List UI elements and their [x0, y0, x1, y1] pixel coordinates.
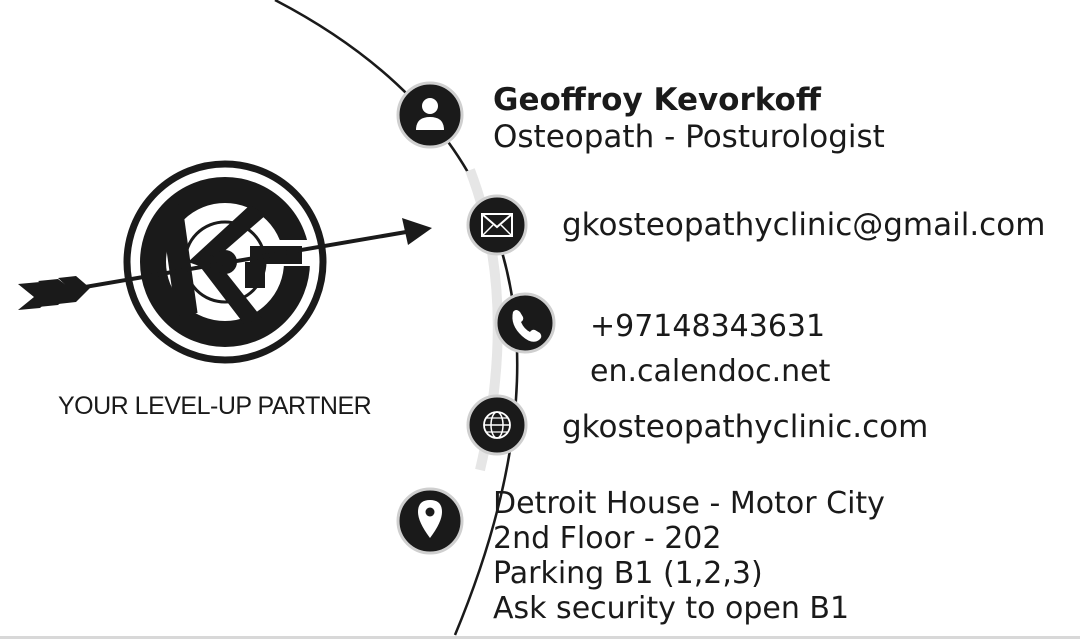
- location-pin-icon: [396, 487, 464, 555]
- address-line: Detroit House - Motor City: [493, 486, 885, 521]
- address-line: Parking B1 (1,2,3): [493, 556, 763, 591]
- address-block: Detroit House - Motor City 2nd Floor - 2…: [493, 486, 885, 626]
- person-icon: [396, 81, 464, 149]
- decorative-arc: [274, 0, 519, 636]
- phone-icon: [494, 292, 556, 354]
- globe-icon: [466, 394, 528, 456]
- phone-link[interactable]: +97148343631: [590, 309, 826, 344]
- contact-name: Geoffroy Kevorkoff: [493, 82, 821, 118]
- envelope-icon: [466, 194, 528, 256]
- contact-title: Osteopath - Posturologist: [493, 119, 885, 155]
- website-link[interactable]: gkosteopathyclinic.com: [562, 409, 929, 445]
- bottom-divider: [0, 636, 1080, 639]
- logo-mark: [123, 160, 327, 364]
- email-link[interactable]: gkosteopathyclinic@gmail.com: [562, 207, 1046, 243]
- address-line: Ask security to open B1: [493, 591, 850, 626]
- arrow-graphic: [18, 218, 432, 310]
- booking-link[interactable]: en.calendoc.net: [590, 354, 831, 389]
- brand-tagline: YOUR LEVEL-UP PARTNER: [58, 392, 372, 420]
- address-line: 2nd Floor - 202: [493, 521, 722, 556]
